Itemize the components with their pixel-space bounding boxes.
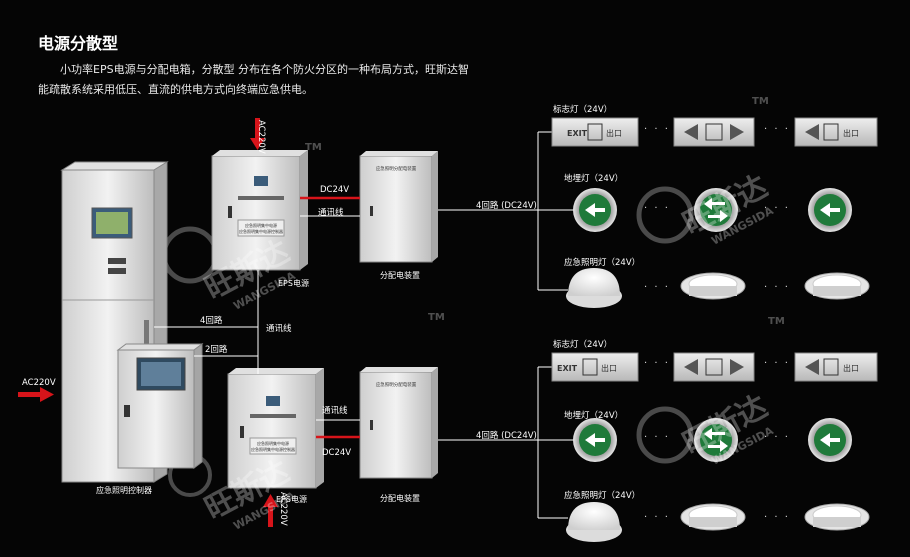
exit-text: EXIT — [567, 129, 588, 138]
ellipsis: · · · — [644, 203, 670, 214]
exit-cn-text: 出口 — [843, 128, 859, 138]
wiring — [154, 131, 574, 519]
floor-light-row-top — [573, 188, 852, 232]
ellipsis: · · · — [764, 124, 790, 135]
eps-panel-text: 应急照明集中电源控制器 — [239, 228, 283, 234]
eps-panel-text: 应急照明集中电源 — [257, 440, 289, 446]
svg-text:TM: TM — [752, 96, 769, 107]
eps-unit-bottom: 应急照明集中电源 应急照明集中电源控制器 — [227, 368, 324, 489]
sign-light-row-top: EXIT 出口 出口 — [551, 117, 878, 147]
ellipsis: · · · — [764, 358, 790, 369]
emerg-label-top: 应急照明灯（24V） — [564, 258, 641, 268]
ac-label-top: AC220V — [256, 120, 266, 154]
ac-label-left: AC220V — [22, 378, 56, 388]
distribution-box-bottom: 应急照明分配电装置 — [359, 367, 438, 479]
svg-text:TM: TM — [305, 142, 322, 153]
ellipsis: · · · — [644, 282, 670, 293]
dc-label-top: DC24V — [320, 185, 350, 195]
emergency-light-row-bottom — [566, 502, 870, 542]
eps-label-top: EPS电源 — [278, 279, 309, 288]
ellipsis: · · · — [764, 282, 790, 293]
exit-cn-text: 出口 — [843, 363, 859, 373]
sign-label-top: 标志灯（24V） — [553, 105, 613, 115]
distribution-box-top: 应急照明分配电装置 — [359, 151, 438, 263]
dc-label-bottom: DC24V — [322, 448, 352, 458]
loops4-label: 4回路 — [200, 316, 223, 326]
ellipsis: · · · — [644, 512, 670, 523]
loops2-label: 2回路 — [205, 345, 228, 355]
ellipsis: · · · — [764, 203, 790, 214]
floor-light-row-bottom — [573, 418, 852, 462]
comm-label-mid: 通讯线 — [266, 324, 292, 334]
emerg-label-bottom: 应急照明灯（24V） — [564, 491, 641, 501]
exit-cn-text: 出口 — [601, 363, 617, 373]
comm-label-bottom: 通讯线 — [322, 406, 348, 416]
box-panel-text: 应急照明分配电装置 — [376, 165, 417, 172]
ellipsis: · · · — [644, 432, 670, 443]
ellipsis: · · · — [644, 124, 670, 135]
ellipsis: · · · — [764, 512, 790, 523]
eps-unit-top: 应急照明集中电源 应急照明集中电源控制器 — [211, 150, 308, 271]
box-panel-text: 应急照明分配电装置 — [376, 381, 417, 388]
dist-out-label-bottom: 4回路 (DC24V) — [476, 431, 537, 441]
sign-light-row-bottom: EXIT 出口 出口 — [551, 352, 878, 382]
description: 小功率EPS电源与分配电箱，分散型 分布在各个防火分区的一种布局方式，旺斯达智能… — [38, 63, 470, 96]
svg-text:TM: TM — [768, 316, 785, 327]
ellipsis: · · · — [764, 432, 790, 443]
sign-label-bottom: 标志灯（24V） — [553, 340, 613, 350]
eps-panel-text: 应急照明集中电源 — [245, 222, 277, 228]
page-title: 电源分散型 — [38, 34, 119, 53]
floor-label-top: 地埋灯（24V） — [564, 174, 624, 184]
comm-label-top: 通讯线 — [318, 208, 344, 218]
exit-cn-text: 出口 — [606, 128, 622, 138]
svg-text:TM: TM — [428, 312, 445, 323]
dist-label-top: 分配电装置 — [380, 271, 420, 280]
eps-panel-text: 应急照明集中电源控制器 — [251, 446, 295, 452]
dist-label-bottom: 分配电装置 — [380, 494, 420, 503]
floor-label-bottom: 地埋灯（24V） — [564, 411, 624, 421]
eps-label-bottom: EPS电源 — [276, 495, 307, 504]
dist-out-label-top: 4回路 (DC24V) — [476, 201, 537, 211]
arrow-icon — [18, 118, 278, 527]
exit-text: EXIT — [557, 364, 578, 373]
controller-box — [116, 343, 204, 469]
controller-label: 应急照明控制器 — [96, 486, 152, 495]
emergency-light-row-top — [566, 268, 870, 308]
ellipsis: · · · — [644, 358, 670, 369]
